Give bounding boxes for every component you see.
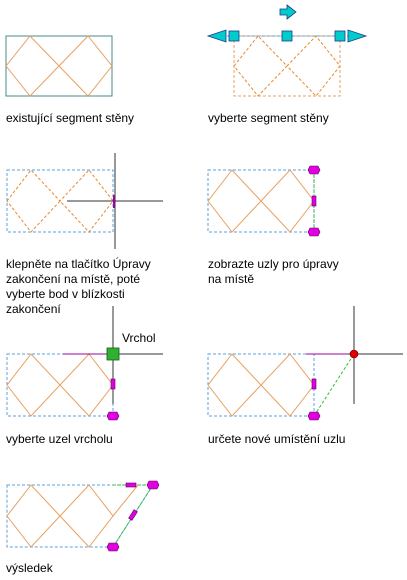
vertex-label: Vrchol	[122, 331, 156, 345]
node-icon[interactable]	[307, 227, 321, 237]
arrow-right-icon[interactable]	[347, 29, 368, 43]
panel-display-nodes	[207, 165, 321, 237]
edge-node-icon[interactable]	[125, 482, 137, 488]
arrow-left-icon[interactable]	[206, 29, 227, 43]
rubber-band-line	[313, 353, 355, 417]
square-grip-icon[interactable]	[228, 30, 240, 42]
panel-result	[6, 480, 160, 552]
wall-hatch	[5, 35, 113, 97]
caption-line: na místě	[208, 272, 255, 286]
target-node-icon[interactable]	[349, 349, 359, 359]
caption-new-node-location: určete nové umístění uzlu	[208, 432, 346, 446]
edge-node-icon[interactable]	[311, 378, 317, 390]
caption-line: zakončení	[6, 302, 61, 316]
caption-select-wall: vyberte segment stěny	[208, 111, 329, 125]
node-icon[interactable]	[106, 542, 120, 552]
square-grip-icon[interactable]	[334, 30, 346, 42]
panel-select-vertex: Vrchol	[6, 306, 163, 421]
edge-node-icon[interactable]	[128, 509, 138, 521]
caption-result: výsledek	[6, 561, 53, 575]
panel-select-wall	[206, 4, 368, 97]
arrow-right-icon[interactable]	[279, 4, 297, 20]
wall-hatch	[6, 484, 114, 548]
square-grip-icon[interactable]	[281, 30, 293, 42]
caption-line: klepněte na tlačítko Úpravy	[6, 257, 151, 271]
caption-display-nodes: zobrazte uzly pro úpravy na místě	[208, 257, 339, 287]
caption-click-endcap: klepněte na tlačítko Úpravy zakončení na…	[6, 257, 151, 317]
wall-hatch-extension	[112, 484, 139, 517]
modified-wall-outline	[6, 484, 154, 548]
panel-new-node-location	[207, 306, 403, 421]
selected-wall-hatch	[233, 35, 341, 97]
caption-existing-wall: existující segment stěny	[6, 111, 135, 125]
caption-line: zobrazte uzly pro úpravy	[208, 257, 339, 271]
node-icon[interactable]	[307, 411, 321, 421]
node-icon[interactable]	[307, 165, 321, 175]
edge-node-icon[interactable]	[311, 195, 317, 207]
caption-line: vyberte bod v blízkosti	[6, 287, 125, 301]
caption-line: zakončení na místě, poté	[6, 272, 141, 286]
wall-hatch	[207, 169, 315, 233]
panel-click-endcap	[6, 153, 163, 249]
panel-existing-wall	[5, 35, 113, 97]
caption-select-vertex: vyberte uzel vrcholu	[6, 432, 113, 446]
node-icon[interactable]	[146, 480, 160, 490]
edge-node-icon[interactable]	[110, 378, 116, 390]
vertex-node-icon[interactable]	[106, 347, 120, 361]
wall-hatch	[207, 353, 315, 417]
wall-hatch	[6, 353, 114, 417]
node-icon[interactable]	[106, 411, 120, 421]
